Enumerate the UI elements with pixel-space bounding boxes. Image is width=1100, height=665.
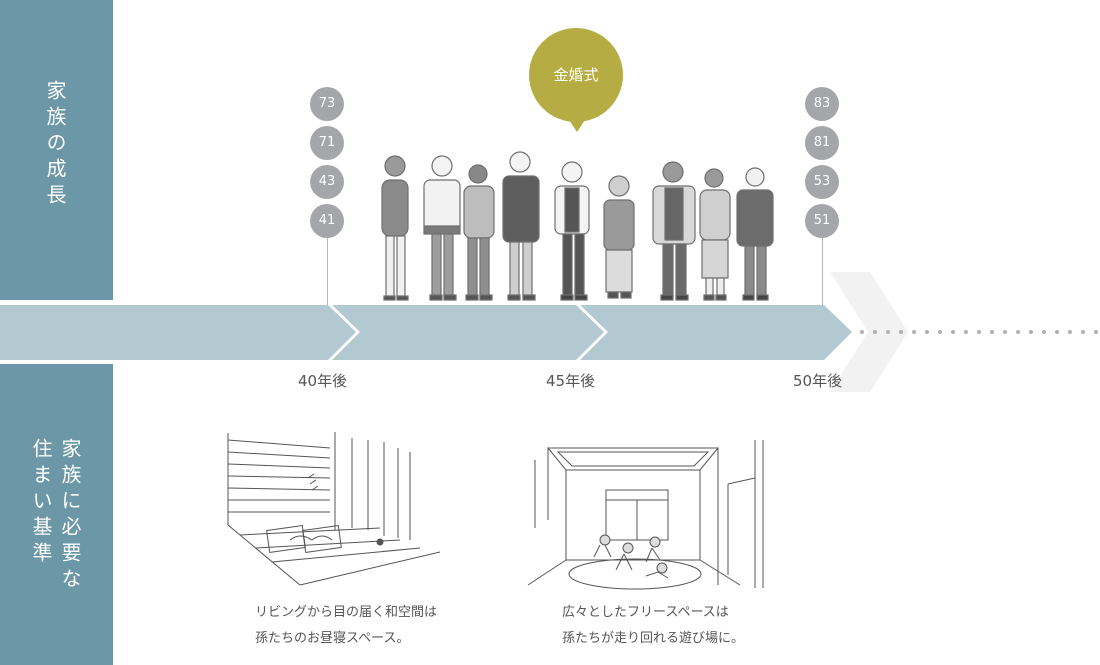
free-space-sketch [527, 440, 764, 590]
dotted-continuation [860, 330, 1098, 334]
family-member-figure [502, 151, 540, 301]
scene-caption-tatami: リビングから目の届く和空間は 孫たちのお昼寝スペース。 [255, 600, 437, 652]
grandmother-figure [603, 175, 635, 299]
family-figures-illustration [381, 151, 774, 301]
scene-caption-free-space: 広々としたフリースペースは 孫たちが走り回れる遊び場に。 [562, 600, 744, 652]
milestone-label-50: 50年後 [793, 372, 843, 390]
family-growth-panel [0, 0, 113, 300]
family-member-figure [652, 161, 696, 301]
golden-wedding-bubble: 金婚式 [529, 28, 623, 122]
faded-arrow-head [830, 272, 908, 392]
age-badge: 41 [310, 204, 344, 238]
caption-line: 孫たちのお昼寝スペース。 [255, 631, 410, 646]
milestone-connector [822, 238, 823, 305]
caption-line: リビングから目の届く和空間は [255, 605, 438, 620]
age-badge: 83 [805, 87, 839, 121]
age-badge: 43 [310, 165, 344, 199]
milestone-label-40: 40年後 [298, 372, 348, 390]
tatami-room-sketch [227, 432, 441, 586]
bubble-pointer [569, 120, 585, 132]
family-member-figure [381, 155, 409, 301]
milestone-label-45: 45年後 [546, 372, 596, 390]
housing-standard-panel [0, 364, 113, 665]
family-growth-label: 家族の成長 [43, 80, 67, 210]
milestone-connector [327, 238, 328, 305]
family-member-figure [423, 155, 461, 301]
housing-standard-label-line2: 住まい基準 [29, 438, 53, 568]
family-member-figure [736, 167, 774, 301]
age-badge: 53 [805, 165, 839, 199]
family-member-figure [699, 168, 731, 301]
age-badge: 73 [310, 87, 344, 121]
timeline-arrow [0, 272, 908, 392]
age-badge: 71 [310, 126, 344, 160]
family-member-figure [463, 164, 495, 301]
grandfather-figure [554, 161, 590, 301]
caption-line: 孫たちが走り回れる遊び場に。 [562, 631, 745, 646]
ages-at-50-years: 83 81 53 51 [805, 87, 839, 243]
age-badge: 51 [805, 204, 839, 238]
caption-line: 広々としたフリースペースは [562, 605, 729, 620]
age-badge: 81 [805, 126, 839, 160]
housing-standard-label-line1: 家族に必要な [58, 438, 82, 594]
ages-at-40-years: 73 71 43 41 [310, 87, 344, 243]
